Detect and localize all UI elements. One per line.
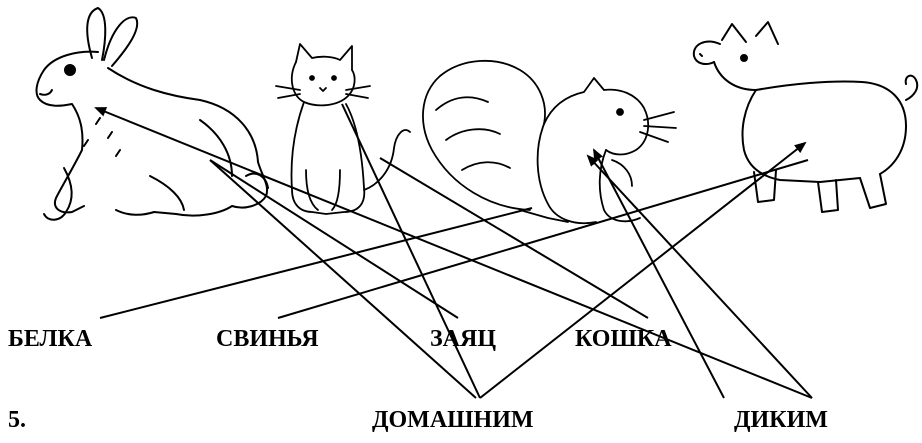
word-svinya: СВИНЬЯ <box>216 327 319 351</box>
arrow-dom-to-squirrel-alt <box>594 150 724 398</box>
line-belka <box>100 208 532 318</box>
arrow-lines <box>96 108 812 398</box>
word-wild: ДИКИМ <box>734 408 828 432</box>
word-domestic: ДОМАШНИМ <box>372 408 534 432</box>
word-zayats: ЗАЯЦ <box>430 327 496 351</box>
arrow-dom-to-pig <box>480 143 805 398</box>
rabbit-picture <box>37 8 268 220</box>
word-belka: БЕЛКА <box>8 327 92 351</box>
word-koshka: КОШКА <box>575 327 672 351</box>
task-number: 5. <box>8 408 26 432</box>
arrow-dikim-to-rabbit <box>96 108 812 398</box>
line-svinya <box>278 160 808 318</box>
squirrel-picture <box>423 61 676 223</box>
